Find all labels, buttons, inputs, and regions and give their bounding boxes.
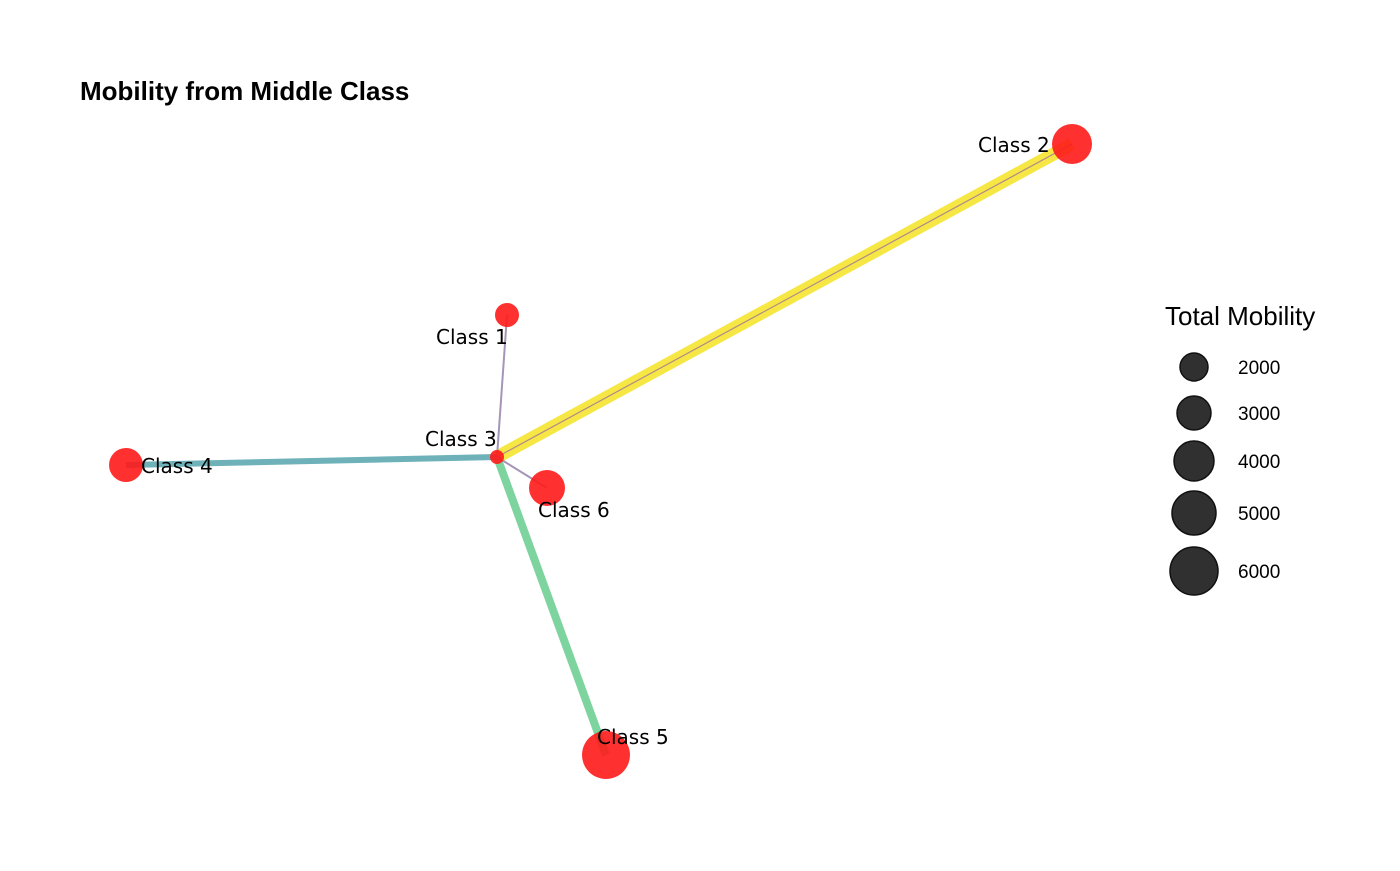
node-label-class2: Class 2 [978, 133, 1050, 157]
diagram-title: Mobility from Middle Class [80, 76, 409, 106]
legend-label-5000: 5000 [1238, 504, 1280, 525]
edge-class3-class4 [125, 454, 498, 468]
legend-swatch-6000 [1169, 546, 1219, 596]
edges-layer [125, 138, 1076, 757]
node-class2 [1052, 124, 1092, 164]
legend-swatch-2000 [1179, 352, 1209, 382]
nodes-layer [109, 124, 1092, 779]
legend-label-2000: 2000 [1238, 358, 1280, 379]
node-class3 [490, 450, 504, 464]
legend-label-6000: 6000 [1238, 562, 1280, 583]
node-label-class3: Class 3 [425, 427, 497, 451]
edge-class3-class1 [496, 314, 508, 458]
edge-class3-class5 [493, 455, 610, 757]
node-class6 [529, 470, 565, 506]
legend-label-4000: 4000 [1238, 452, 1280, 473]
node-label-class1: Class 1 [436, 325, 508, 349]
node-class5 [582, 731, 630, 779]
node-class1 [495, 303, 519, 327]
node-label-class5: Class 5 [597, 725, 669, 749]
legend-label-3000: 3000 [1238, 404, 1280, 425]
legend-swatch-5000 [1171, 490, 1217, 536]
labels-layer: Class 1 Class 2 Class 3 Class 4 Class 5 Class… [141, 133, 1050, 749]
edge-centerline-class3-class2 [496, 143, 1073, 458]
node-label-class4: Class 4 [141, 454, 213, 478]
node-label-class6: Class 6 [538, 498, 610, 522]
size-legend: Total Mobility 2000 3000 4000 5000 6000 [1165, 301, 1315, 596]
legend-swatch-3000 [1176, 395, 1212, 431]
legend-swatch-4000 [1173, 440, 1215, 482]
node-class4 [109, 448, 143, 482]
legend-title: Total Mobility [1165, 301, 1315, 331]
